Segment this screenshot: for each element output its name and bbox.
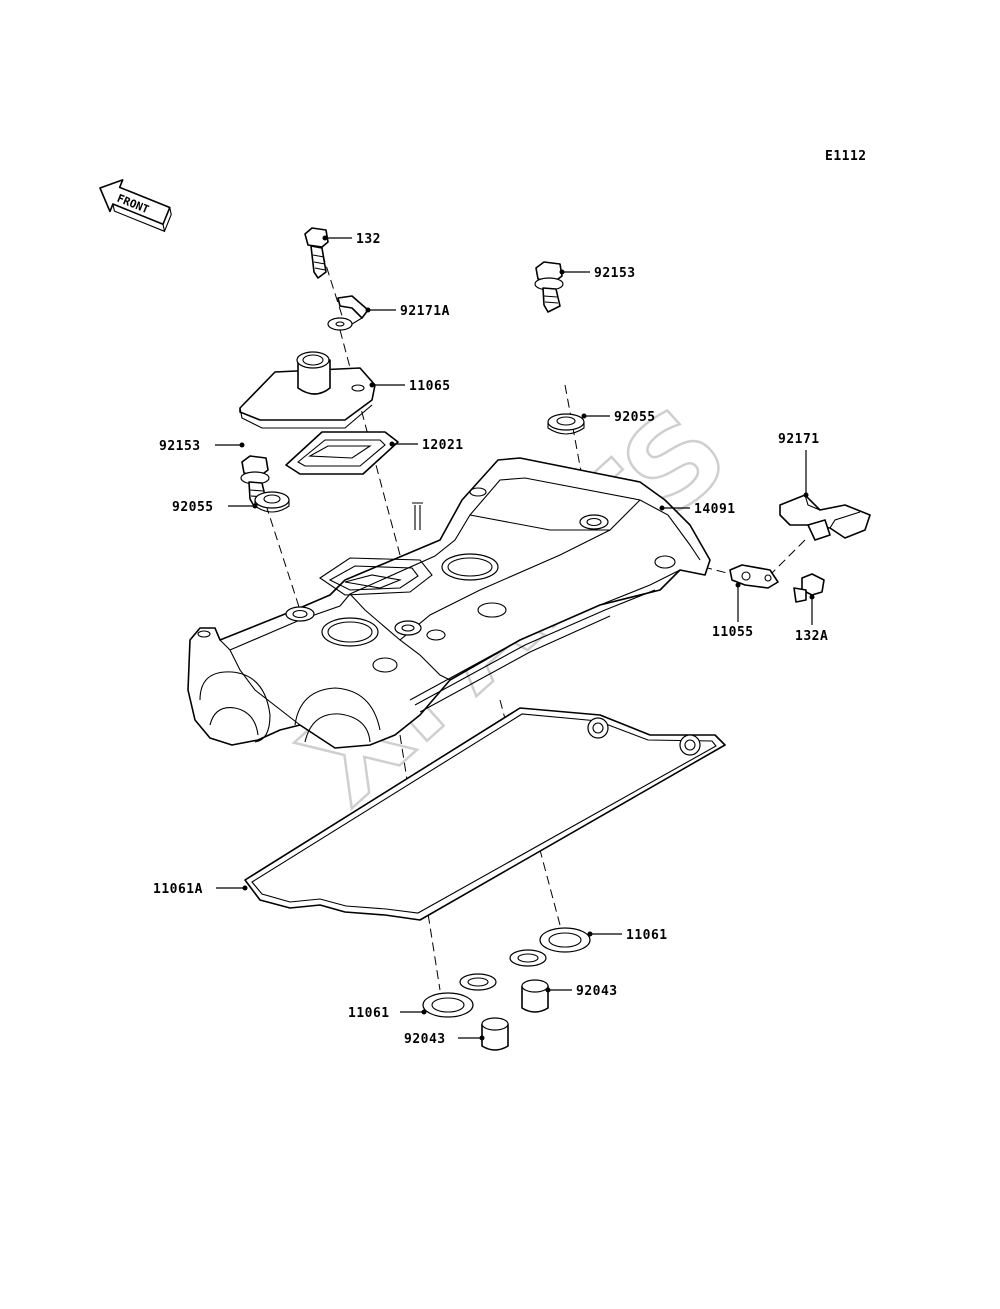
label-132A: 132A: [795, 629, 828, 644]
cover-gasket: [244, 707, 726, 921]
label-11061-right: 11061: [626, 928, 668, 943]
label-132: 132: [356, 232, 381, 247]
label-11061-left: 11061: [348, 1006, 390, 1021]
cylinder-head-cover: [187, 457, 711, 749]
label-92153-top: 92153: [594, 266, 636, 281]
label-92171A: 92171A: [400, 304, 450, 319]
label-92043-left: 92043: [404, 1032, 446, 1047]
grommet-92055-left: [254, 491, 290, 513]
breather-gasket: [285, 431, 399, 475]
bolt-132: [304, 227, 329, 279]
front-arrow-icon: FRONT: [99, 179, 172, 233]
label-92043-right: 92043: [576, 984, 618, 999]
label-12021: 12021: [422, 438, 464, 453]
label-92171: 92171: [778, 432, 820, 447]
diagram-code: E1112: [825, 149, 867, 164]
dowel-92043-left: [481, 1017, 509, 1051]
label-11055: 11055: [712, 625, 754, 640]
label-11065: 11065: [409, 379, 451, 394]
bracket-11055: [729, 564, 779, 589]
clamp-92171: [779, 494, 871, 541]
breather-cover: [239, 351, 376, 429]
label-14091: 14091: [694, 502, 736, 517]
bolt-132A: [793, 573, 825, 603]
label-92055-right: 92055: [614, 410, 656, 425]
label-92153-left: 92153: [159, 439, 201, 454]
label-92055-left: 92055: [172, 500, 214, 515]
seal-11061-left: [422, 973, 497, 1018]
grommet-92055-right: [547, 413, 585, 435]
part-labels: 132 92171A 92153 11065 92055 92153 12021…: [153, 232, 828, 1047]
label-11061A: 11061A: [153, 882, 203, 897]
clamp-92171A: [327, 295, 369, 331]
seal-11061-right: [509, 927, 591, 967]
dowel-92043-right: [521, 979, 549, 1013]
leader-lines: [215, 235, 815, 1041]
bolt-92153-top: [534, 261, 564, 313]
